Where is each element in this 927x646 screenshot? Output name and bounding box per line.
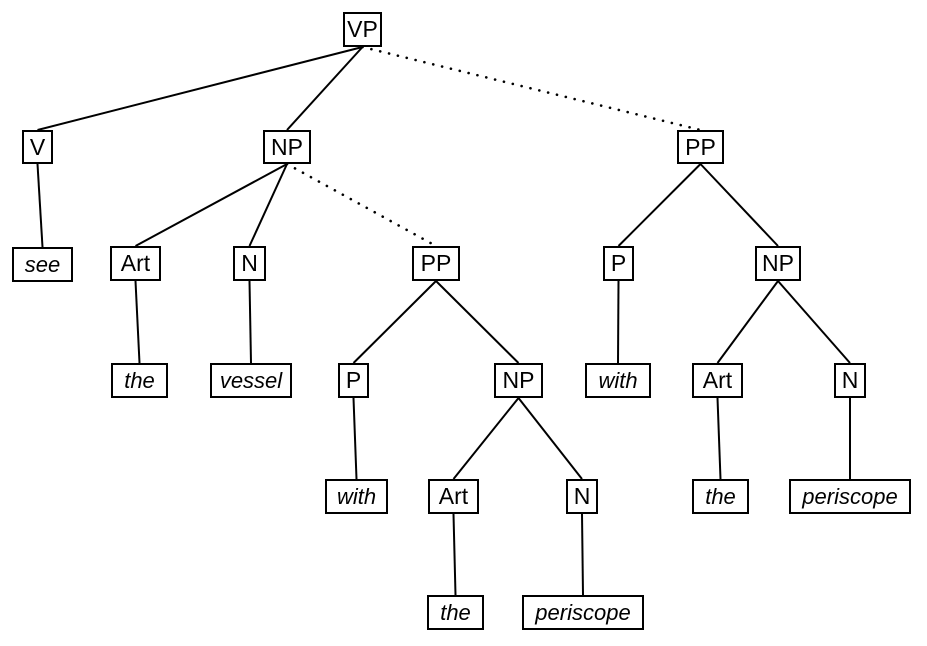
- tree-node-art_right: Art: [692, 363, 743, 398]
- tree-edge-p-right-to-with-right: [617, 280, 620, 364]
- tree-edge-np1-to-pp-mid: [285, 162, 438, 248]
- tree-node-pp_mid: PP: [412, 246, 460, 281]
- terminal-node-the_right: the: [692, 479, 749, 514]
- tree-node-vp: VP: [343, 12, 382, 47]
- tree-edge-pp-mid-to-p-mid: [352, 280, 437, 364]
- tree-node-n_right: N: [834, 363, 866, 398]
- tree-node-np_right: NP: [755, 246, 801, 281]
- tree-edge-np-right-to-n-right: [777, 280, 851, 364]
- terminal-node-the_mid: the: [427, 595, 484, 630]
- tree-edge-pp-right-to-p-right: [617, 163, 702, 247]
- tree-node-v: V: [22, 130, 53, 164]
- tree-edge-pp-right-to-np-right: [699, 163, 779, 247]
- tree-edge-vp-to-v: [37, 46, 363, 131]
- terminal-node-the1: the: [111, 363, 168, 398]
- tree-edge-np1-to-n1: [248, 163, 288, 247]
- tree-edge-n-mid-to-periscope-mid: [581, 513, 584, 596]
- tree-edge-vp-to-pp-right: [361, 45, 702, 132]
- tree-node-art_mid: Art: [428, 479, 479, 514]
- terminal-node-see: see: [12, 247, 73, 282]
- tree-edge-pp-mid-to-np-mid: [435, 280, 520, 364]
- tree-edge-art1-to-the1: [134, 280, 141, 364]
- tree-edge-np1-to-art1: [135, 163, 288, 247]
- terminal-node-with_right: with: [585, 363, 651, 398]
- tree-edge-np-right-to-art-right: [716, 280, 779, 364]
- tree-node-np_mid: NP: [494, 363, 543, 398]
- tree-edge-vp-to-np1: [286, 46, 364, 131]
- terminal-node-periscope_mid: periscope: [522, 595, 644, 630]
- tree-edge-art-mid-to-the-mid: [452, 513, 457, 596]
- tree-edge-np-mid-to-art-mid: [452, 397, 520, 480]
- tree-edge-v-to-see: [36, 163, 44, 248]
- tree-node-n_mid: N: [566, 479, 598, 514]
- terminal-node-vessel: vessel: [210, 363, 292, 398]
- terminal-node-periscope_right: periscope: [789, 479, 911, 514]
- tree-node-np1: NP: [263, 130, 311, 164]
- tree-edge-n1-to-vessel: [248, 280, 252, 364]
- tree-edge-np-mid-to-n-mid: [517, 397, 583, 480]
- tree-node-pp_right: PP: [677, 130, 724, 164]
- tree-node-p_right: P: [603, 246, 634, 281]
- tree-node-art1: Art: [110, 246, 161, 281]
- tree-node-n1: N: [233, 246, 266, 281]
- terminal-node-with_mid: with: [325, 479, 388, 514]
- tree-edge-art-right-to-the-right: [716, 397, 722, 480]
- tree-node-p_mid: P: [338, 363, 369, 398]
- tree-edge-p-mid-to-with-mid: [352, 397, 358, 480]
